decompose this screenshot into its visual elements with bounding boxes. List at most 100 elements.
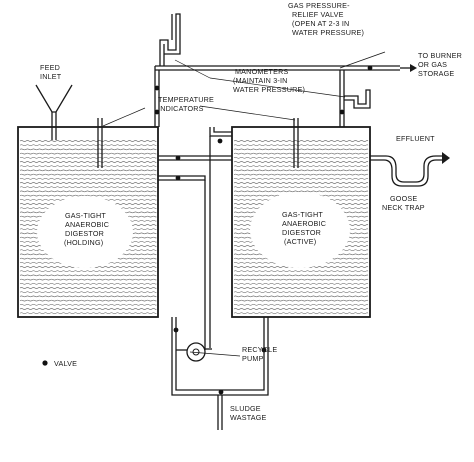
- label-holding-digestor: GAS-TIGHT ANAEROBIC DIGESTOR (HOLDING): [64, 211, 109, 247]
- active-digestor-line-1: GAS-TIGHT: [282, 210, 323, 219]
- liquid-wave-line: [19, 299, 157, 302]
- liquid-wave-line: [233, 278, 369, 281]
- liquid-wave-line: [19, 194, 157, 197]
- manometers-line-1: MANOMETERS: [235, 67, 289, 76]
- feed-inlet-funnel: [35, 84, 73, 140]
- liquid-wave-line: [233, 190, 369, 193]
- liquid-wave-line: [233, 152, 369, 155]
- liquid-wave-line: [19, 287, 157, 289]
- recycle-pump-line-2: PUMP: [242, 354, 264, 363]
- liquid-wave-line: [19, 304, 157, 306]
- to-burner-line-1: TO BURNER: [418, 51, 462, 60]
- liquid-wave-line: [19, 173, 157, 176]
- label-feed-inlet: FEED INLET: [40, 63, 62, 81]
- active-digestor-line-3: DIGESTOR: [282, 228, 321, 237]
- goose-neck-trap-line-2: NECK TRAP: [382, 203, 425, 212]
- liquid-wave-line: [233, 304, 369, 306]
- liquid-wave-line: [233, 312, 369, 314]
- leader-lines: [102, 59, 346, 357]
- legend: VALVE: [42, 359, 77, 368]
- relief-valve-line: [339, 51, 386, 69]
- active-digestor-line-4: (ACTIVE): [284, 237, 316, 246]
- gas-relief-valve-line-2: RELIEF VALVE: [292, 10, 344, 19]
- liquid-wave-line: [19, 274, 157, 277]
- label-manometers: MANOMETERS (MAINTAIN 3-IN WATER PRESSURE…: [233, 67, 305, 94]
- liquid-wave-line: [233, 299, 369, 302]
- liquid-wave-line: [233, 186, 369, 188]
- sludge-wastage-line-1: SLUDGE: [230, 404, 261, 413]
- liquid-wave-line: [19, 182, 157, 184]
- liquid-wave-line: [19, 178, 157, 180]
- label-active-digestor: GAS-TIGHT ANAEROBIC DIGESTOR (ACTIVE): [282, 210, 326, 246]
- feed-inlet-line-2: INLET: [40, 72, 62, 81]
- active-digestor-line-2: ANAEROBIC: [282, 219, 326, 228]
- liquid-wave-line: [19, 152, 157, 155]
- liquid-wave-line: [233, 178, 369, 180]
- sludge-wastage-line-2: WASTAGE: [230, 413, 267, 422]
- active-digestor-label-blob: [250, 192, 350, 268]
- effluent-goose-neck-trap: [370, 155, 442, 187]
- liquid-wave-line: [19, 161, 157, 163]
- liquid-wave-line: [233, 148, 369, 151]
- liquid-wave-line: [233, 270, 369, 272]
- liquid-wave-line: [19, 308, 157, 310]
- liquid-wave-line: [19, 295, 157, 298]
- label-goose-neck-trap: GOOSE NECK TRAP: [382, 194, 425, 212]
- gas-piping: [154, 13, 400, 127]
- bottom-piping: [171, 317, 269, 430]
- holding-digestor-line-4: (HOLDING): [64, 238, 103, 247]
- gas-relief-valve-line-3: (OPEN AT 2-3 IN: [292, 19, 349, 28]
- liquid-wave-line: [233, 308, 369, 310]
- holding-digestor-line-3: DIGESTOR: [65, 229, 104, 238]
- inter-tank-piping: [158, 127, 232, 350]
- liquid-wave-line: [19, 186, 157, 188]
- label-sludge-wastage: SLUDGE WASTAGE: [230, 404, 267, 422]
- liquid-wave-line: [19, 144, 157, 146]
- liquid-wave-line: [233, 144, 369, 146]
- liquid-wave-line: [233, 157, 369, 159]
- liquid-wave-line: [19, 278, 157, 281]
- flow-arrows: [400, 64, 450, 164]
- liquid-wave-line: [233, 140, 369, 142]
- gas-relief-valve-line-4: WATER PRESSURE): [292, 28, 364, 37]
- liquid-wave-line: [19, 312, 157, 314]
- label-recycle-pump: RECYCLE PUMP: [242, 345, 277, 363]
- label-to-burner: TO BURNER OR GAS STORAGE: [418, 51, 462, 78]
- manometers-line-3: WATER PRESSURE): [233, 85, 305, 94]
- liquid-wave-line: [19, 291, 157, 293]
- holding-digestor-liquid: [19, 140, 157, 314]
- legend-valve-label: VALVE: [54, 359, 77, 368]
- liquid-wave-line: [19, 270, 157, 272]
- legend-valve-dot: [42, 360, 48, 366]
- gas-relief-valve-line-1: GAS PRESSURE-: [288, 1, 350, 10]
- goose-neck-trap-line-1: GOOSE: [390, 194, 417, 203]
- liquid-wave-line: [233, 161, 369, 163]
- liquid-wave-line: [233, 274, 369, 277]
- holding-digestor-label-blob: [37, 196, 133, 268]
- recycle-pump-line-1: RECYCLE: [242, 345, 277, 354]
- liquid-wave-line: [233, 173, 369, 176]
- liquid-wave-line: [19, 140, 157, 142]
- temperature-indicators-line-2: INDICATORS: [158, 104, 204, 113]
- liquid-wave-line: [233, 165, 369, 167]
- liquid-wave-line: [19, 165, 157, 167]
- liquid-wave-line: [233, 169, 369, 172]
- liquid-wave-line: [233, 287, 369, 289]
- liquid-wave-line: [19, 148, 157, 151]
- to-burner-line-2: OR GAS: [418, 60, 447, 69]
- liquid-wave-line: [19, 190, 157, 193]
- liquid-wave-line: [19, 283, 157, 285]
- liquid-wave-line: [19, 157, 157, 159]
- label-temperature-indicators: TEMPERATURE INDICATORS: [158, 95, 214, 113]
- to-burner-line-3: STORAGE: [418, 69, 454, 78]
- label-effluent: EFFLUENT: [396, 134, 435, 143]
- temperature-indicators-line-1: TEMPERATURE: [158, 95, 214, 104]
- manometers-line-2: (MAINTAIN 3-IN: [233, 76, 288, 85]
- liquid-wave-line: [233, 295, 369, 298]
- label-gas-relief-valve: GAS PRESSURE- RELIEF VALVE (OPEN AT 2-3 …: [288, 1, 364, 37]
- liquid-wave-line: [233, 182, 369, 184]
- liquid-wave-line: [19, 169, 157, 172]
- liquid-wave-line: [233, 291, 369, 293]
- temperature-indicators: [97, 118, 299, 168]
